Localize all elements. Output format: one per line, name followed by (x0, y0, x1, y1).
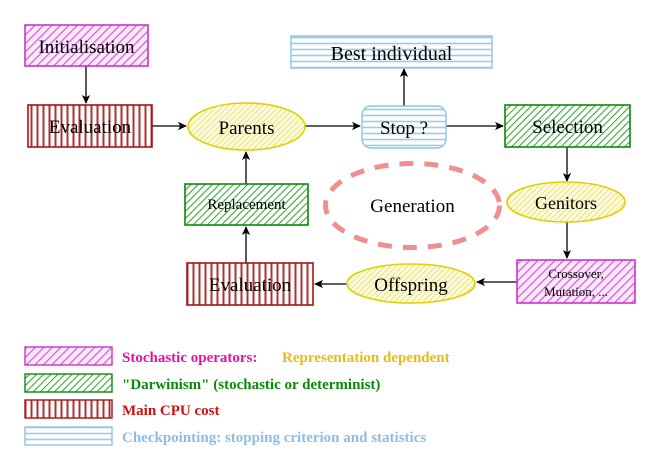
generation-label: Generation (370, 196, 455, 217)
legend-label-stochastic: Stochastic operators: (122, 350, 257, 366)
node-offspring[interactable]: Offspring (346, 263, 476, 304)
initialisation-label: Initialisation (38, 37, 135, 58)
best-individual-label: Best individual (331, 43, 453, 65)
selection-box[interactable] (504, 104, 631, 148)
node-evaluation-top[interactable]: Evaluation (27, 104, 153, 148)
node-parents[interactable]: Parents (187, 102, 306, 151)
offspring-label: Offspring (374, 275, 448, 296)
legend-label-representation: Representation dependent (282, 350, 450, 366)
offspring-ellipse[interactable] (346, 263, 476, 304)
node-replacement[interactable]: Replacement (184, 183, 309, 226)
legend-swatch-cpu (24, 399, 113, 419)
legend-label-cpu: Main CPU cost (122, 403, 220, 419)
node-stop[interactable]: Stop ? (361, 105, 447, 149)
legend-swatch-darwinism (24, 373, 113, 393)
legend-swatch-stochastic (24, 346, 113, 366)
crossover-label: Crossover, (548, 266, 603, 281)
mutation-label: Mutation, ... (544, 284, 608, 299)
stop-box[interactable] (361, 105, 447, 149)
legend-item-checkpointing: Checkpointing: stopping criterion and st… (24, 426, 426, 446)
legend-label-darwinism: "Darwinism" (stochastic or determinist) (122, 377, 380, 393)
node-evaluation-bottom[interactable]: Evaluation (186, 262, 314, 306)
evaluation-top-box[interactable] (27, 104, 153, 148)
node-genitors[interactable]: Genitors (506, 181, 626, 223)
replacement-label: Replacement (207, 197, 286, 213)
legend-swatch-checkpointing (24, 426, 113, 446)
stop-label: Stop ? (380, 118, 428, 139)
evaluation-bottom-box[interactable] (186, 262, 314, 306)
evaluation-top-label: Evaluation (49, 117, 132, 138)
legend: Stochastic operators: Representation dep… (24, 346, 450, 446)
node-initialisation[interactable]: Initialisation (24, 24, 149, 67)
parents-label: Parents (219, 118, 275, 139)
node-selection[interactable]: Selection (504, 104, 631, 148)
node-best-individual[interactable]: Best individual (290, 35, 493, 69)
generation-dashed-ellipse (323, 161, 502, 250)
best-individual-box[interactable] (290, 35, 493, 69)
evaluation-bottom-label: Evaluation (209, 275, 292, 296)
replacement-box[interactable] (184, 183, 309, 226)
genitors-ellipse[interactable] (506, 181, 626, 223)
genitors-label: Genitors (535, 193, 597, 213)
parents-ellipse[interactable] (187, 102, 306, 151)
node-crossover-mutation[interactable]: Crossover, Mutation, ... (516, 259, 636, 304)
initialisation-box[interactable] (24, 24, 149, 67)
selection-label: Selection (532, 117, 603, 138)
legend-label-checkpointing: Checkpointing: stopping criterion and st… (122, 430, 426, 446)
crossover-mutation-box[interactable] (516, 259, 636, 304)
legend-item-stochastic: Stochastic operators: Representation dep… (24, 346, 450, 366)
legend-item-cpu: Main CPU cost (24, 399, 220, 419)
legend-item-darwinism: "Darwinism" (stochastic or determinist) (24, 373, 380, 393)
node-generation: Generation (323, 161, 502, 250)
